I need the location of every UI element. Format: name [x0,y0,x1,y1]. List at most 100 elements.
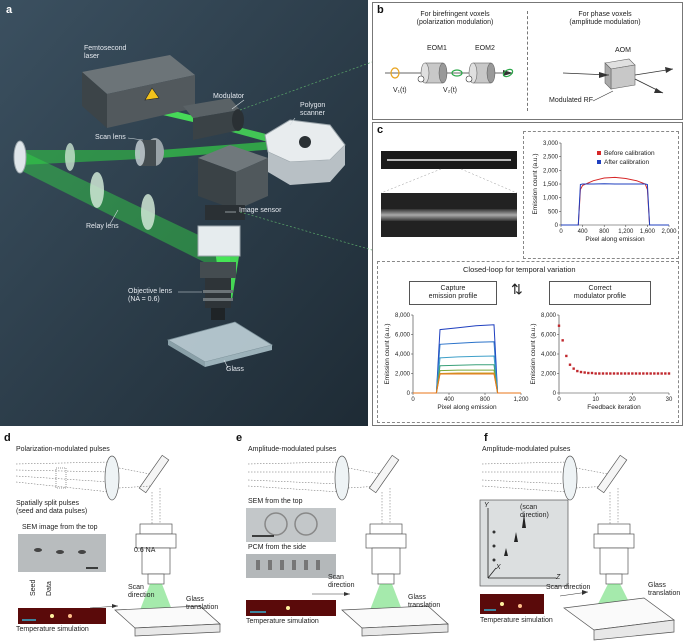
feedback-point [601,372,605,375]
e-sem-image [246,508,336,542]
panel-a-letter: a [6,4,13,16]
emission-profile-y-tick-label: 0 [407,391,411,397]
relay-lens-2 [141,194,155,230]
legend-label-0: Before calibration [604,150,655,157]
feedback-point [664,372,667,375]
calibration-x-tick-label: 1,600 [640,229,656,235]
calibration-y-tick-label: 3,000 [543,141,559,147]
label-image-sensor: Image sensor [239,207,282,214]
c-top-chart-frame [523,131,679,259]
feedback-y-tick-label: 8,000 [541,313,557,319]
feedback-point [583,371,586,374]
f-lens [562,455,578,501]
aom-device [604,58,636,90]
e-lens [334,455,350,501]
eom1-device [420,62,448,84]
feedback-point [649,372,652,375]
b-divider [527,11,528,111]
calibration-x-label: Pixel along emission [585,236,645,243]
d-split-note: Spatially split pulses (seed and data pu… [16,500,88,516]
eom1-label: EOM1 [427,45,447,52]
closed-loop-frame [377,261,679,423]
calibration-x-tick-label: 0 [559,229,563,235]
d-sem-title: SEM image from the top [22,524,98,531]
panel-f: f Amplitude-modulated pulses [460,428,685,641]
label-modulator: Modulator [213,93,245,100]
capture-box: Capture emission profile [409,281,497,305]
f-glass-translation: Glass translation [648,582,681,598]
fold-mirror [13,140,27,174]
e-mirror [368,454,400,494]
closed-loop-title: Closed-loop for temporal variation [463,265,576,274]
feedback-y-tick-label: 4,000 [541,352,557,358]
feedback-point [656,372,660,375]
feedback-point [660,372,663,375]
panel-e-letter: e [236,432,243,444]
label-glass: Glass [226,366,244,373]
feedback-point [623,372,627,375]
emission-profile-series-line-1 [413,341,521,394]
feedback-point [557,324,561,327]
emission-profile-series-line-0 [413,324,521,394]
emission-profile-x-tick-label: 800 [480,397,491,403]
emission-profile-series-line-5 [413,372,521,394]
feedback-x-tick-label: 10 [592,397,599,403]
d-seed-label: Seed [30,579,37,596]
correct-box: Correct modulator profile [549,281,651,305]
feedback-point [642,372,645,375]
f-optics [479,454,675,641]
emission-profile-series-line-3 [413,364,521,394]
emission-profile-y-tick-label: 8,000 [395,313,411,319]
feedback-point [572,367,575,370]
e-glass-translation: Glass translation [408,594,441,610]
feedback-point [590,371,594,375]
calibration-y-tick-label: 1,500 [543,182,559,188]
calibration-series-line-0 [561,176,669,226]
feedback-x-label: Feedback iteration [587,404,641,411]
calibration-series-line-1 [561,183,669,226]
zoom-lines [380,168,518,194]
feedback-y-tick-label: 2,000 [541,372,557,378]
feedback-point [605,372,608,375]
objective-lens [200,262,236,320]
feedback-y-tick-label: 0 [553,391,557,397]
feedback-point [579,370,583,374]
relay-beam [20,150,230,275]
e-scan-dir: Scan direction [328,574,355,590]
feedback-x-tick-label: 30 [666,397,673,403]
feedback-point [568,363,572,366]
calibration-x-tick-label: 400 [578,229,589,235]
feedback-point [576,369,579,373]
d-mirror [138,454,170,494]
d-temp-sim: Temperature simulation [16,626,89,633]
feedback-point [638,372,641,375]
emission-image-top [381,151,517,169]
feedback-point [631,372,634,375]
f-scan-dir: Scan direction [546,584,591,591]
feedback-point [565,354,568,358]
calibration-y-label: Emission count (a.u.) [532,153,539,214]
panel-d-letter: d [4,432,11,444]
d-temperature-image [18,608,106,624]
e-temp-sim: Temperature simulation [246,618,319,625]
modulator [183,98,244,140]
scan-lens-2 [65,143,75,171]
relay-lens-1 [90,172,104,208]
modulated-rf-label: Modulated RF [549,97,593,104]
legend-label-1: After calibration [604,159,650,166]
calibration-x-tick-label: 2,000 [661,229,677,235]
emission-profile-y-tick-label: 2,000 [395,372,411,378]
f-y-axis: Y [484,502,489,509]
panel-a: a Femtosecond laser Modulator Polygon sc… [0,0,368,426]
eom2-device [468,62,496,84]
f-title: Amplitude-modulated pulses [482,446,571,453]
aom-label: AOM [615,47,631,54]
label-scan-lens: Scan lens [95,134,126,141]
feedback-point [609,372,612,375]
legend-swatch-1 [597,160,601,164]
